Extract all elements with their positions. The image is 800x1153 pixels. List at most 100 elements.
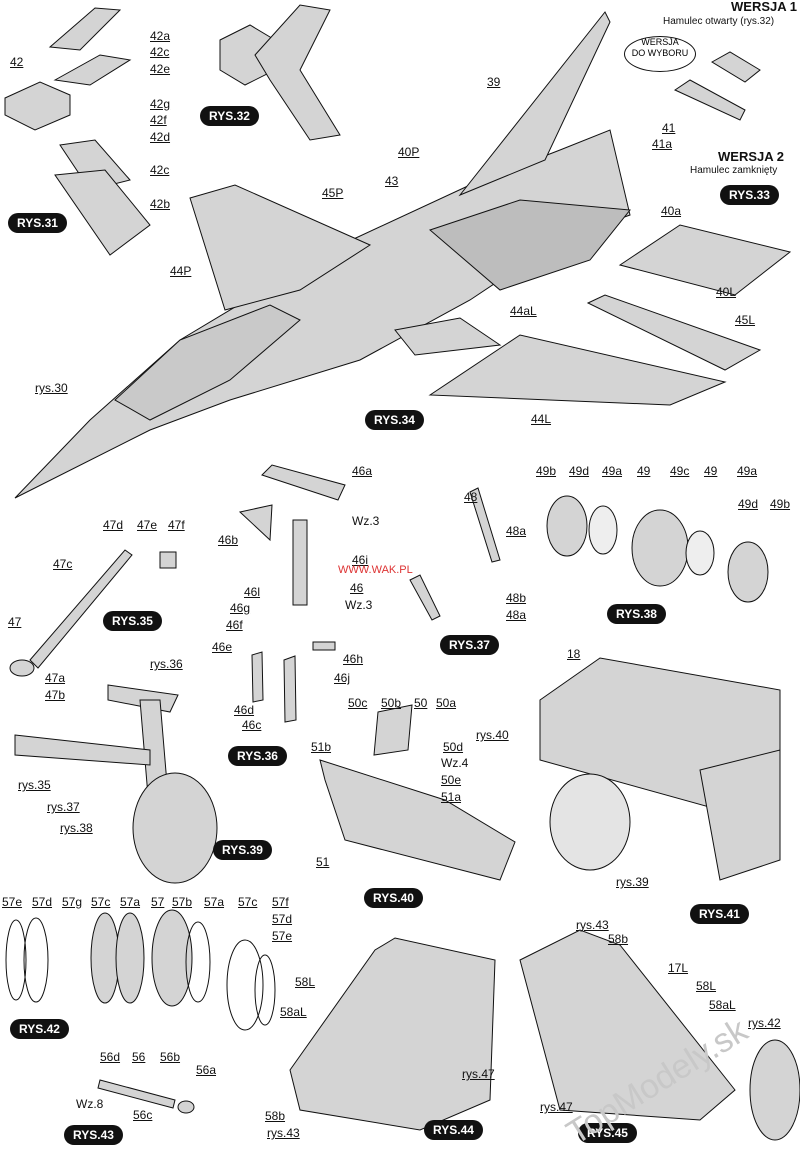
rys33-brake bbox=[673, 79, 746, 121]
badge-rys39: RYS.39 bbox=[213, 840, 272, 860]
label-wz4: Wz.4 bbox=[441, 756, 469, 770]
label-47: 47 bbox=[8, 615, 22, 629]
label-47c: 47c bbox=[53, 557, 73, 571]
label-48a-2: 48a bbox=[506, 608, 527, 622]
label-46l: 46l bbox=[244, 585, 261, 599]
part-57a-2 bbox=[185, 921, 211, 1003]
canopy bbox=[114, 304, 301, 421]
part-49b-2 bbox=[727, 541, 769, 603]
label-42g: 42g bbox=[150, 97, 171, 111]
label-57d: 57d bbox=[32, 895, 53, 909]
label-42a: 42a bbox=[150, 29, 171, 43]
label-rys38: rys.38 bbox=[60, 821, 93, 835]
label-48a: 48a bbox=[506, 524, 527, 538]
label-56d: 56d bbox=[100, 1050, 121, 1064]
label-rys37: rys.37 bbox=[47, 800, 80, 814]
label-40P: 40P bbox=[398, 145, 420, 159]
rys45-fairing bbox=[519, 929, 736, 1121]
label-44L: 44L bbox=[531, 412, 552, 426]
label-rys43-2: rys.43 bbox=[576, 918, 609, 932]
label-39: 39 bbox=[487, 75, 501, 89]
part-49b bbox=[546, 495, 588, 557]
label-rys36: rys.36 bbox=[150, 657, 183, 671]
label-43: 43 bbox=[385, 174, 399, 188]
label-56b: 56b bbox=[160, 1050, 181, 1064]
label-wz8: Wz.8 bbox=[76, 1097, 104, 1111]
label-49a-2: 49a bbox=[737, 464, 758, 478]
intake bbox=[429, 199, 631, 291]
label-46e: 46e bbox=[212, 640, 233, 654]
label-42: 42 bbox=[10, 55, 24, 69]
label-rys39: rys.39 bbox=[616, 875, 649, 889]
part-51 bbox=[319, 759, 516, 881]
label-58aL: 58aL bbox=[280, 1005, 307, 1019]
part-47c bbox=[29, 549, 133, 669]
label-57c: 57c bbox=[91, 895, 111, 909]
label-47b: 47b bbox=[45, 688, 66, 702]
wing-44P bbox=[189, 184, 372, 311]
label-56c: 56c bbox=[133, 1108, 153, 1122]
part-56 bbox=[97, 1079, 176, 1109]
badge-rys35: RYS.35 bbox=[103, 611, 162, 631]
label-49a: 49a bbox=[602, 464, 623, 478]
rys45-wheel bbox=[749, 1039, 800, 1141]
label-46d: 46d bbox=[234, 703, 255, 717]
part-47a bbox=[9, 659, 35, 677]
label-49b-2: 49b bbox=[770, 497, 791, 511]
label-46f: 46f bbox=[226, 618, 243, 632]
fin-39 bbox=[458, 11, 611, 197]
part-46h bbox=[312, 641, 336, 651]
label-57b: 57b bbox=[172, 895, 193, 909]
rys39-wheel bbox=[132, 772, 218, 884]
part-46c bbox=[283, 655, 297, 723]
label-46: 46 bbox=[350, 581, 364, 595]
oval-line1: WERSJA bbox=[641, 37, 679, 47]
label-47f: 47f bbox=[168, 518, 185, 532]
label-50a: 50a bbox=[436, 696, 457, 710]
badge-rys41: RYS.41 bbox=[690, 904, 749, 924]
label-rys43: rys.43 bbox=[267, 1126, 300, 1140]
label-57: 57 bbox=[151, 895, 165, 909]
badge-rys34: RYS.34 bbox=[365, 410, 424, 430]
label-46a: 46a bbox=[352, 464, 373, 478]
wersja1-subtitle: Hamulec otwarty (rys.32) bbox=[663, 16, 775, 27]
part-47f bbox=[159, 551, 177, 569]
badge-rys37: RYS.37 bbox=[440, 635, 499, 655]
label-51: 51 bbox=[316, 855, 330, 869]
part-46b bbox=[238, 504, 273, 542]
badge-rys42: RYS.42 bbox=[10, 1019, 69, 1039]
part-44aL bbox=[394, 317, 502, 356]
label-rys42: rys.42 bbox=[748, 1016, 781, 1030]
label-46j: 46j bbox=[334, 671, 351, 685]
label-57e-2: 57e bbox=[272, 929, 293, 943]
label-49-2: 49 bbox=[704, 464, 718, 478]
part-49c bbox=[631, 509, 689, 587]
label-41: 41 bbox=[662, 121, 676, 135]
part-57e bbox=[5, 919, 27, 1001]
rys41-wheel bbox=[549, 773, 631, 871]
label-46i: 46i bbox=[352, 553, 369, 567]
label-49: 49 bbox=[637, 464, 651, 478]
badge-rys38: RYS.38 bbox=[607, 604, 666, 624]
badge-rys36: RYS.36 bbox=[228, 746, 287, 766]
rys33-brake-v1 bbox=[711, 51, 761, 83]
label-46b: 46b bbox=[218, 533, 239, 547]
part-57 bbox=[151, 909, 193, 1007]
part-50 bbox=[373, 704, 413, 756]
label-rys47-2: rys.47 bbox=[540, 1100, 573, 1114]
part-57a bbox=[115, 912, 145, 1004]
label-57a: 57a bbox=[120, 895, 141, 909]
label-57a-2: 57a bbox=[204, 895, 225, 909]
label-50e: 50e bbox=[441, 773, 462, 787]
part-57c bbox=[90, 912, 120, 1004]
part-42-box bbox=[4, 81, 71, 131]
label-48b: 48b bbox=[506, 591, 527, 605]
label-58L-2: 58L bbox=[696, 979, 717, 993]
part-46e bbox=[251, 651, 264, 703]
badge-rys31: RYS.31 bbox=[8, 213, 67, 233]
label-58aL-2: 58aL bbox=[709, 998, 736, 1012]
part-42a bbox=[48, 7, 122, 51]
part-40L bbox=[618, 224, 792, 296]
oval-line2: DO WYBORU bbox=[631, 48, 689, 58]
